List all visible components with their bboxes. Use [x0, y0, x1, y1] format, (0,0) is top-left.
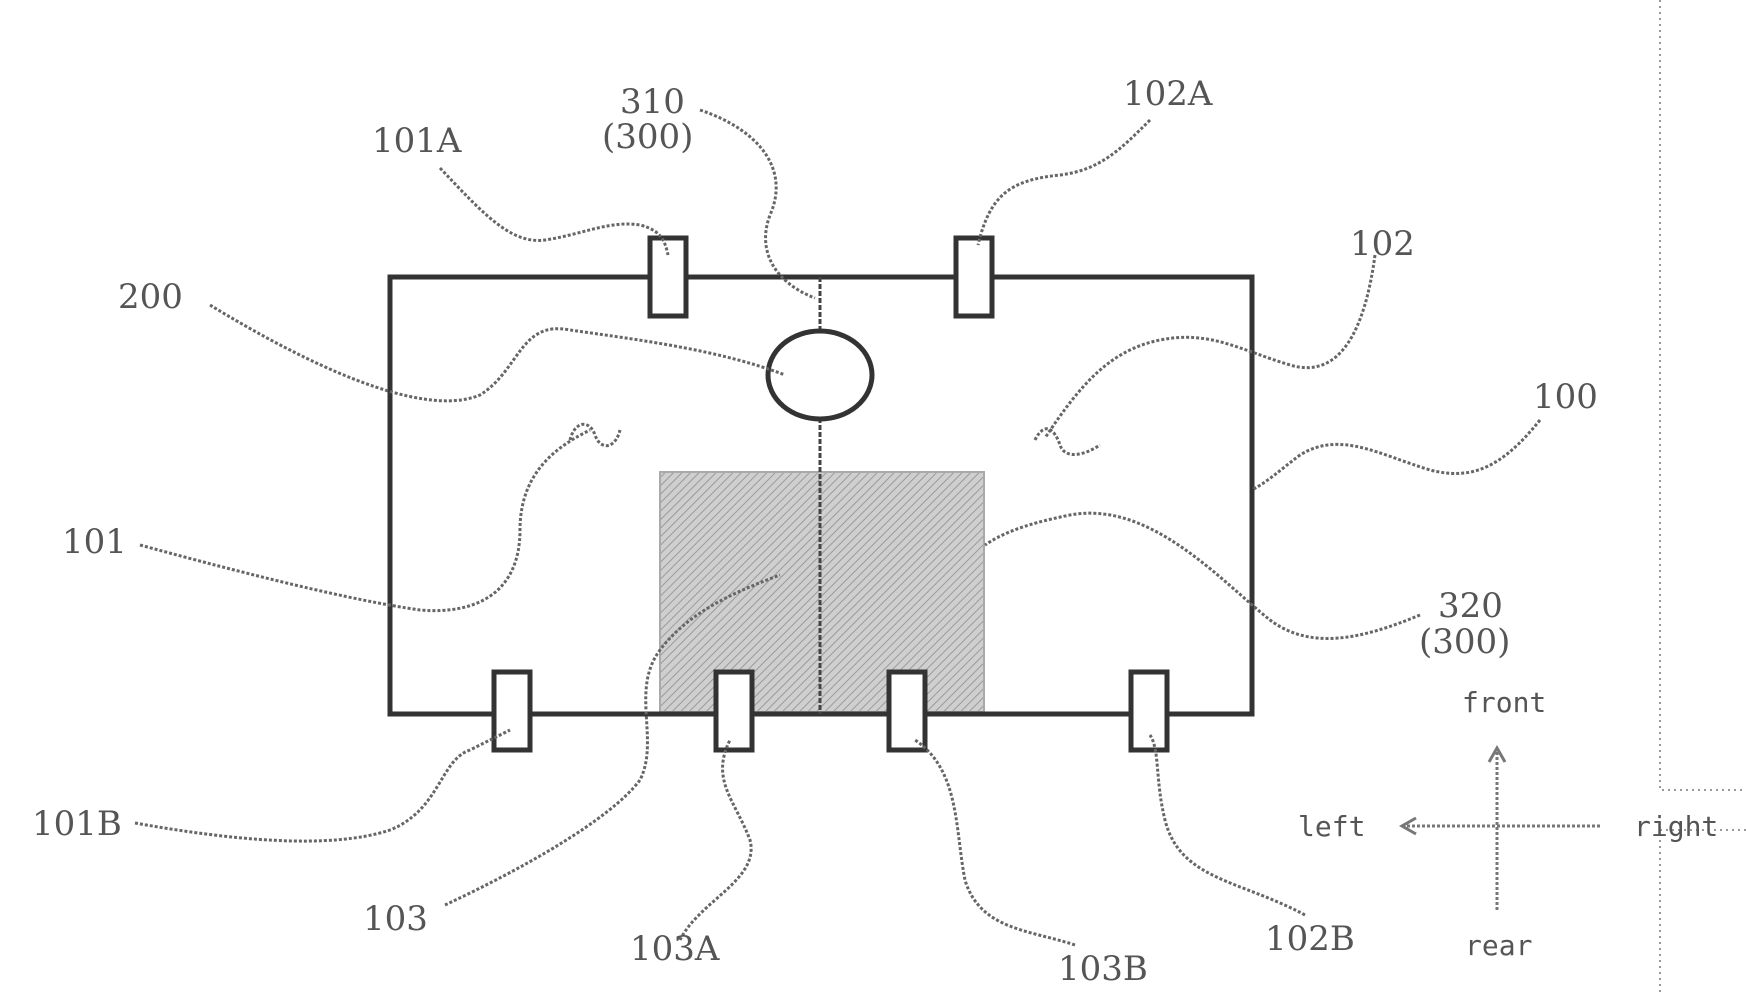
leader-103A: [680, 740, 751, 940]
marker-102: [1035, 429, 1100, 455]
label-102B: 102B: [1265, 919, 1355, 959]
shaded-region-320: [660, 472, 984, 712]
leader-102A: [978, 120, 1150, 245]
leader-310: [700, 110, 815, 298]
leader-100: [1252, 420, 1540, 490]
direction-right: right: [1634, 810, 1718, 843]
label-100: 100: [1533, 377, 1598, 417]
page-edge: [1660, 0, 1746, 994]
leader-103B: [915, 740, 1075, 945]
leader-102B: [1150, 735, 1305, 915]
block-101B: [494, 672, 530, 750]
leader-101B: [135, 730, 510, 841]
label-320-sub: (300): [1419, 622, 1510, 662]
leader-200: [210, 305, 785, 401]
label-103: 103: [363, 899, 428, 939]
label-102: 102: [1350, 224, 1415, 264]
label-101B: 101B: [32, 804, 122, 844]
block-103A: [716, 672, 752, 750]
direction-rear: rear: [1465, 929, 1532, 962]
label-200: 200: [118, 277, 183, 317]
leader-101: [140, 430, 590, 611]
label-320: 320: [1438, 586, 1503, 626]
label-101: 101: [62, 522, 127, 562]
label-310: 310: [620, 82, 685, 122]
block-102B: [1131, 672, 1167, 750]
label-310-sub: (300): [602, 117, 693, 157]
direction-front: front: [1462, 686, 1546, 719]
block-103B: [889, 672, 925, 750]
leader-101A: [440, 168, 668, 255]
circle-200: [768, 331, 872, 419]
block-102A: [956, 238, 992, 316]
label-101A: 101A: [372, 121, 462, 161]
leader-320: [985, 513, 1420, 638]
direction-left: left: [1298, 810, 1365, 843]
label-102A: 102A: [1123, 74, 1213, 114]
label-103B: 103B: [1058, 949, 1148, 989]
label-103A: 103A: [630, 929, 720, 969]
leader-102: [1045, 255, 1375, 438]
